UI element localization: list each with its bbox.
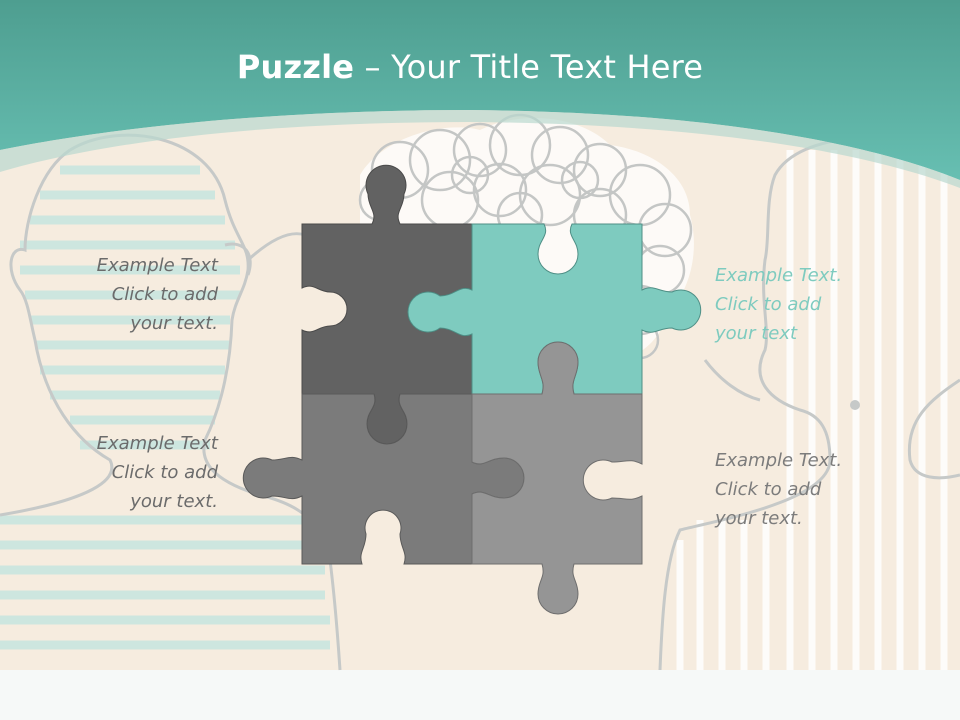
puzzle-piece-icon [471, 341, 643, 615]
text-line: Example Text. [715, 450, 843, 471]
text-block-left-top[interactable]: Example Text Click to add your text. [18, 251, 218, 338]
text-block-right-bottom[interactable]: Example Text. Click to add your text. [715, 446, 842, 533]
text-line: Click to add [111, 462, 218, 483]
text-line: Example Text. [715, 265, 843, 286]
title-rest: – Your Title Text Here [354, 48, 704, 86]
text-line: Example Text [96, 255, 218, 276]
header-band [0, 0, 960, 180]
text-line: Example Text [96, 433, 218, 454]
title-bold: Puzzle [236, 48, 355, 86]
text-line: your text. [715, 508, 803, 529]
head-silhouette-icon [658, 135, 960, 671]
text-line: your text. [130, 491, 218, 512]
puzzle-piece-icon [242, 393, 525, 565]
text-line: Click to add [715, 479, 822, 500]
text-line: your text [715, 323, 798, 344]
text-line: Click to add [111, 284, 218, 305]
text-block-right-top[interactable]: Example Text. Click to add your text [715, 261, 842, 348]
text-line: Click to add [715, 294, 822, 315]
page-title: Puzzle – Your Title Text Here [0, 48, 940, 86]
text-block-left-bottom[interactable]: Example Text Click to add your text. [18, 429, 218, 516]
text-line: your text. [130, 313, 218, 334]
